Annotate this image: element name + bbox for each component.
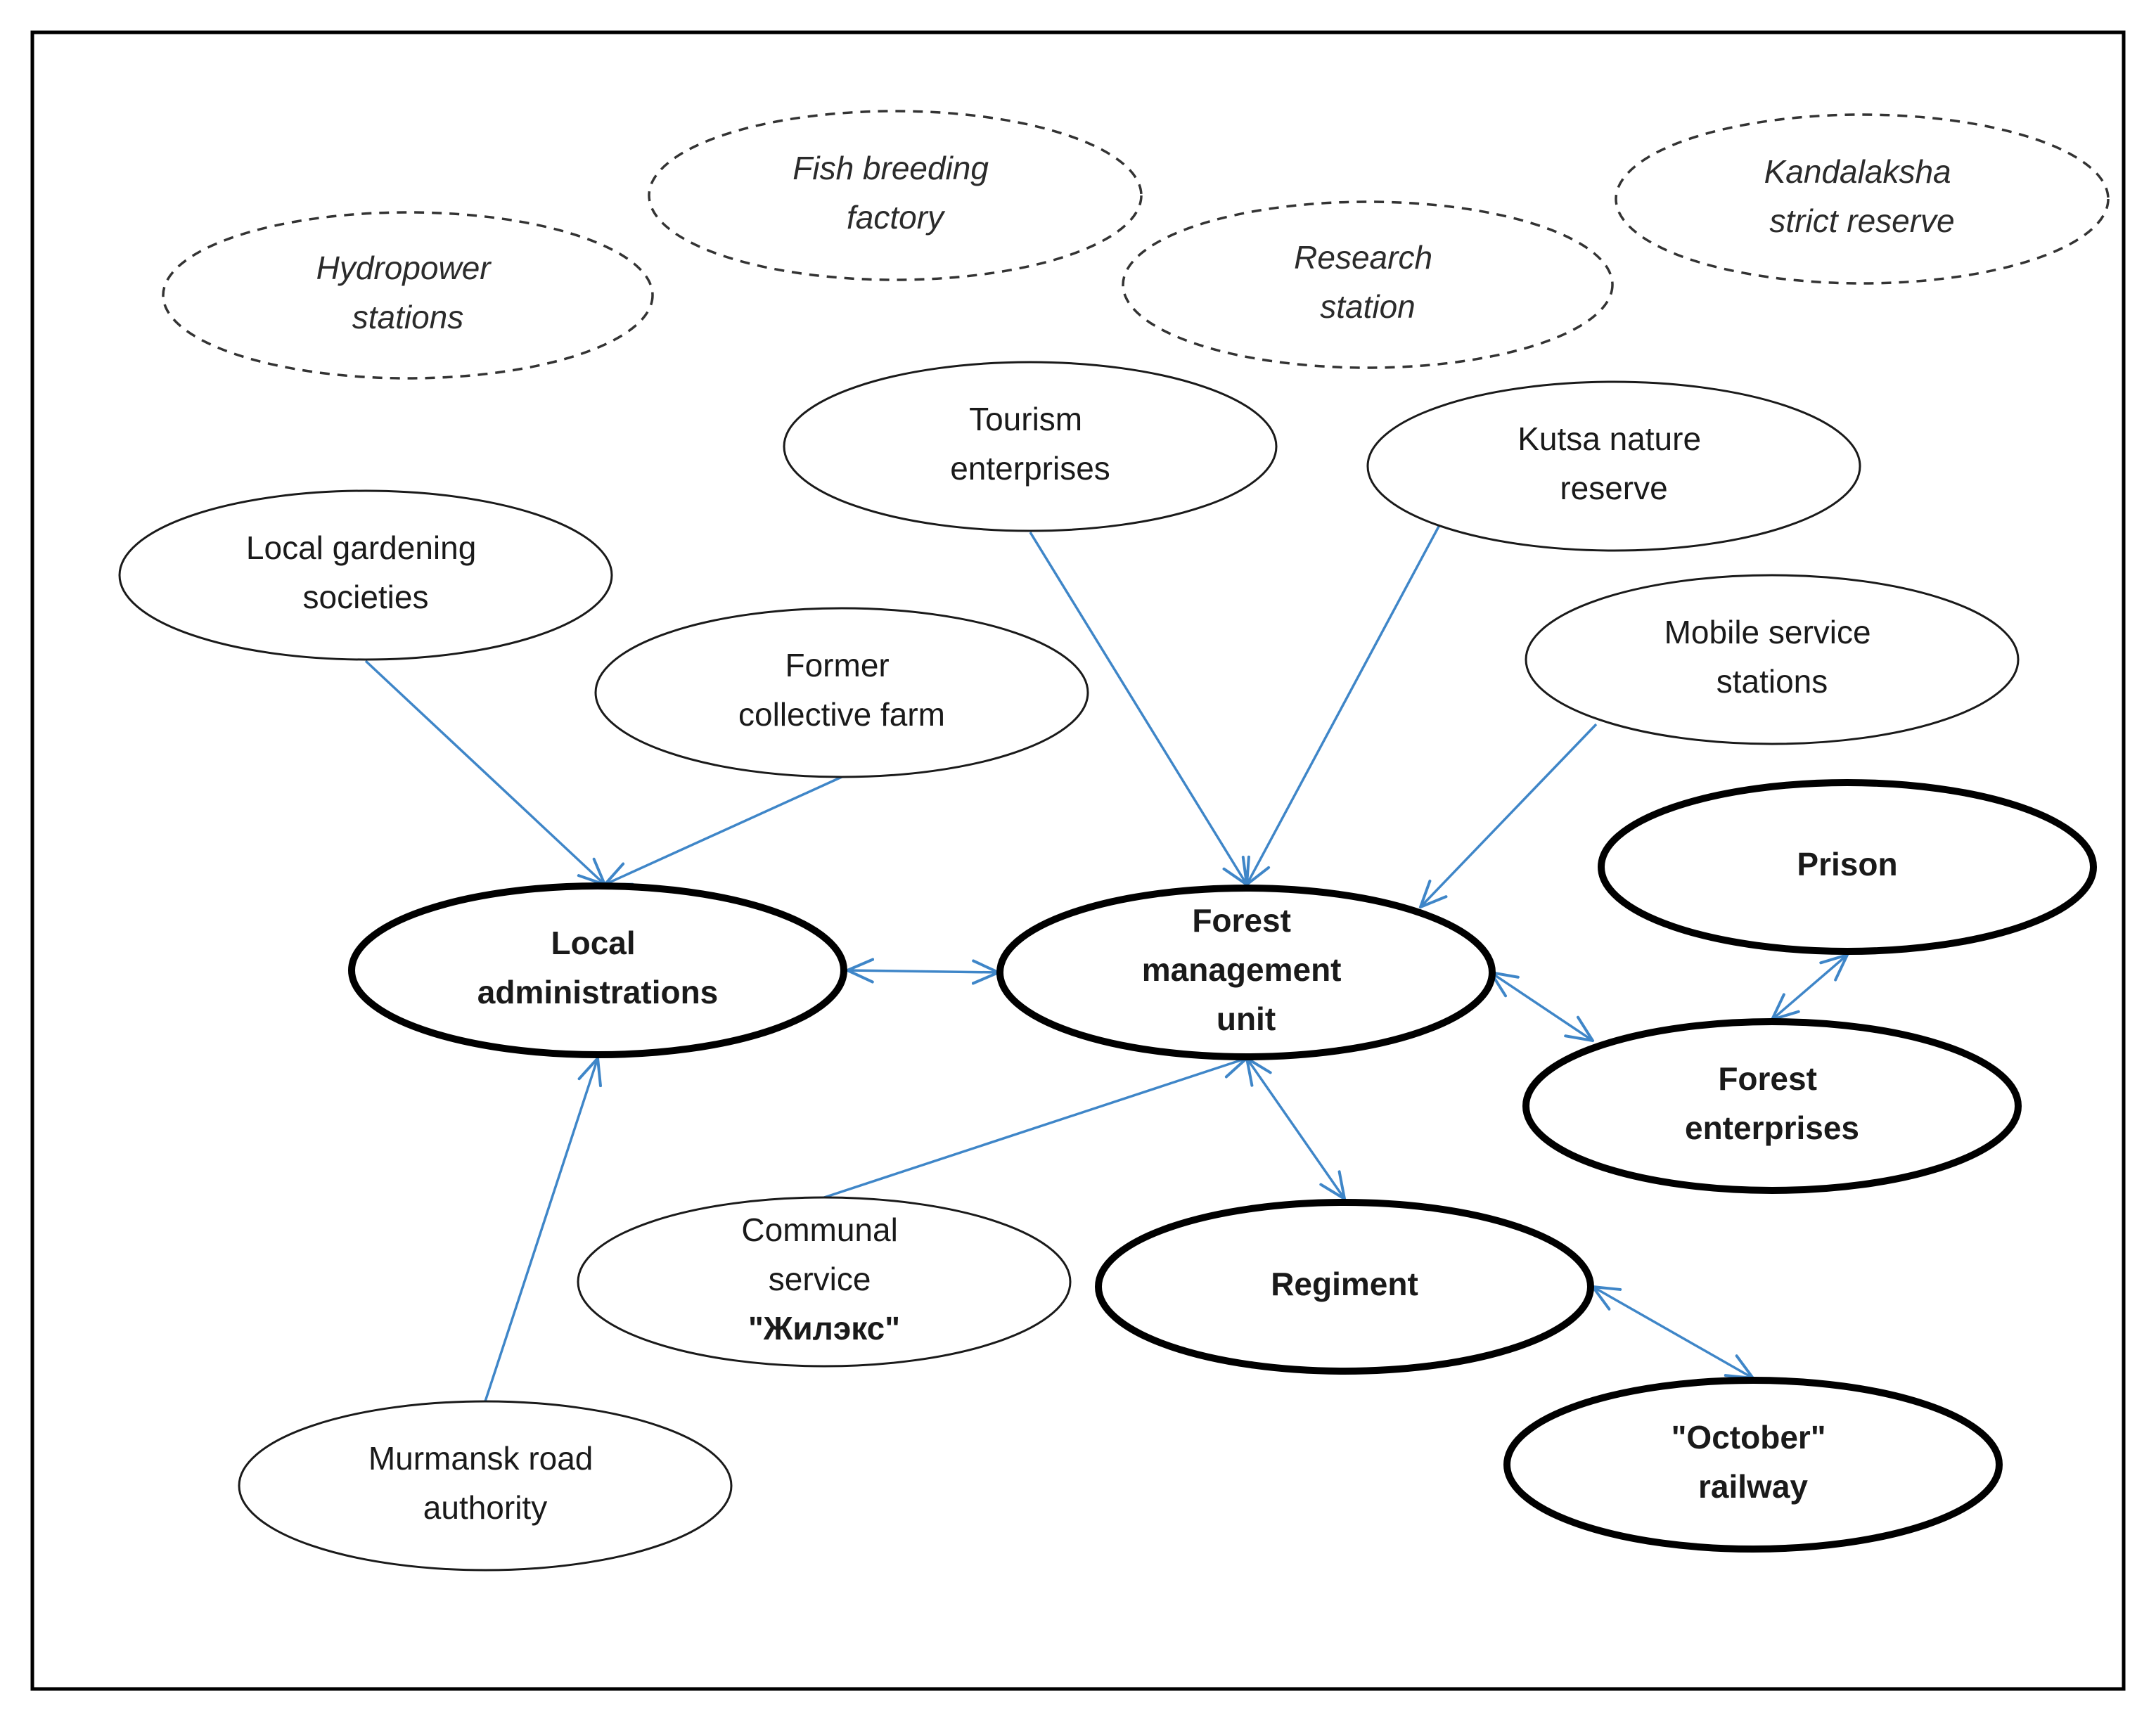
node-mobile-service-stations-line-1: Mobile service: [1664, 614, 1871, 650]
node-kandalaksha-line-1: Kandalaksha: [1764, 153, 1951, 190]
node-murmansk-road-authority-line-2: authority: [423, 1489, 547, 1526]
svg-text:"October" railway: "October" railway: [1671, 1419, 1835, 1505]
edge-murmansk-road-to-local-admin: [484, 1058, 598, 1402]
node-fish-breeding: Fish breeding factory: [648, 110, 1143, 281]
node-former-collective-farm: Former collective farm: [594, 607, 1089, 778]
node-murmansk-road-authority-shape: [238, 1400, 733, 1572]
node-research-station-shape: [1122, 200, 1614, 369]
edge-tourism-to-forest-mgmt: [1029, 532, 1247, 885]
svg-text:Former collective farm: Former collective farm: [738, 647, 945, 733]
node-forest-management-unit-line-3: unit: [1217, 1001, 1276, 1037]
svg-text:Prison: Prison: [1797, 846, 1897, 882]
svg-text:Fish breeding factory: Fish breeding factory: [793, 150, 998, 236]
edge-communal-to-forest-mgmt: [823, 1058, 1247, 1199]
node-hydropower-line-2: stations: [352, 299, 464, 335]
node-local-gardening-societies-line-1: Local gardening: [246, 529, 476, 566]
node-tourism-enterprises-line-1: Tourism: [969, 401, 1082, 437]
node-forest-enterprises-line-1: Forest: [1718, 1060, 1817, 1097]
edge-local-admin-to-forest-mgmt: [847, 970, 999, 972]
svg-text:Mobile service stations: Mobile service stations: [1664, 614, 1880, 700]
node-regiment: Regiment: [1095, 1199, 1594, 1375]
node-fish-breeding-line-2: factory: [847, 199, 946, 236]
node-forest-enterprises: Forest enterprises: [1522, 1018, 2022, 1194]
node-october-railway-line-1: "October": [1671, 1419, 1826, 1456]
edge-forest-mgmt-to-forest-enterprises: [1491, 972, 1593, 1041]
node-hydropower: Hydropower stations: [162, 211, 654, 380]
node-october-railway: "October" railway: [1503, 1377, 2003, 1553]
node-kutsa-nature-reserve-shape: [1366, 380, 1861, 552]
node-prison-line-1: Prison: [1797, 846, 1897, 882]
node-mobile-service-stations-shape: [1525, 574, 2020, 745]
svg-text:Local gardening societie: Local gardening societies: [246, 529, 485, 615]
svg-text:Hydropower stations: Hydropower stations: [316, 250, 500, 335]
node-kutsa-nature-reserve: Kutsa nature reserve: [1366, 380, 1861, 552]
svg-text:Kutsa nature reserve: Kutsa nature reserve: [1517, 420, 1710, 506]
node-murmansk-road-authority-line-1: Murmansk road: [368, 1440, 593, 1477]
svg-text:Forest enterprises: Forest enterprises: [1685, 1060, 1859, 1146]
edge-mobile-service-to-forest-mgmt: [1420, 723, 1598, 907]
node-hydropower-shape: [162, 211, 654, 380]
svg-text:Local administrations: Local administrations: [477, 925, 719, 1010]
node-forest-enterprises-line-2: enterprises: [1685, 1110, 1859, 1146]
node-prison-shape: [1598, 779, 2097, 955]
node-communal-service: Communal service "Жилэкс": [577, 1196, 1072, 1368]
node-former-collective-farm-line-2: collective farm: [738, 696, 945, 733]
node-prison: Prison: [1598, 779, 2097, 955]
node-research-station-line-1: Research: [1294, 239, 1432, 276]
node-hydropower-line-1: Hydropower: [316, 250, 492, 286]
node-local-administrations: Local administrations: [348, 882, 847, 1058]
node-communal-service-shape: [577, 1196, 1072, 1368]
svg-text:Forest management: Forest management unit: [1142, 902, 1351, 1037]
node-local-administrations-shape: [348, 882, 847, 1058]
node-kandalaksha-shape: [1615, 113, 2110, 285]
edge-collective-farm-to-local-admin: [605, 776, 842, 885]
node-forest-management-unit-line-1: Forest: [1192, 902, 1291, 939]
node-fish-breeding-shape: [648, 110, 1143, 281]
node-kandalaksha-line-2: strict reserve: [1769, 203, 1954, 239]
edge-kutsa-to-forest-mgmt: [1247, 523, 1442, 885]
node-kandalaksha: Kandalaksha strict reserve: [1615, 113, 2110, 285]
node-forest-enterprises-shape: [1522, 1018, 2022, 1194]
node-kutsa-nature-reserve-line-1: Kutsa nature: [1517, 420, 1701, 457]
node-fish-breeding-line-1: Fish breeding: [793, 150, 989, 186]
node-local-gardening-societies: Local gardening societies: [118, 489, 613, 661]
node-local-gardening-societies-line-2: societies: [303, 579, 429, 615]
node-communal-service-line-2: service: [769, 1261, 871, 1297]
node-local-gardening-societies-shape: [118, 489, 613, 661]
svg-text:Communal service ": Communal service "Жилэкс": [741, 1212, 906, 1347]
node-communal-service-line-1: Communal: [741, 1212, 897, 1248]
edge-forest-mgmt-to-regiment: [1247, 1058, 1345, 1199]
node-local-administrations-line-1: Local: [551, 925, 636, 961]
node-regiment-shape: [1095, 1199, 1594, 1375]
node-murmansk-road-authority: Murmansk road authority: [238, 1400, 733, 1572]
node-former-collective-farm-shape: [594, 607, 1089, 778]
node-tourism-enterprises: Tourism enterprises: [783, 361, 1278, 532]
node-communal-service-line-3: "Жилэкс": [748, 1310, 900, 1347]
node-tourism-enterprises-shape: [783, 361, 1278, 532]
node-mobile-service-stations-line-2: stations: [1717, 663, 1828, 700]
edges-layer: [364, 523, 1847, 1402]
node-research-station-line-2: station: [1320, 288, 1416, 325]
svg-text:Tourism enterprises: Tourism enterprises: [950, 401, 1110, 487]
edge-gardening-to-local-admin: [364, 660, 605, 885]
node-forest-management-unit: Forest management unit: [996, 885, 1496, 1060]
node-mobile-service-stations: Mobile service stations: [1525, 574, 2020, 745]
node-forest-management-unit-shape: [996, 885, 1496, 1060]
node-kutsa-nature-reserve-line-2: reserve: [1560, 470, 1667, 506]
edge-regiment-to-october-railway: [1593, 1287, 1753, 1378]
node-tourism-enterprises-line-2: enterprises: [950, 450, 1110, 487]
svg-text:Kandalaksha strict reser: Kandalaksha strict reserve: [1764, 153, 1961, 239]
node-former-collective-farm-line-1: Former: [785, 647, 889, 683]
svg-text:Regiment: Regiment: [1271, 1266, 1418, 1302]
node-local-administrations-line-2: administrations: [477, 974, 719, 1010]
node-forest-management-unit-line-2: management: [1142, 951, 1342, 988]
svg-text:Murmansk road authority: Murmansk road authority: [368, 1440, 602, 1526]
node-october-railway-shape: [1503, 1377, 2003, 1553]
node-regiment-line-1: Regiment: [1271, 1266, 1418, 1302]
node-research-station: Research station: [1122, 200, 1614, 369]
node-october-railway-line-2: railway: [1698, 1468, 1808, 1505]
svg-text:Research station: Research station: [1294, 239, 1442, 325]
edge-prison-to-forest-enterprises: [1772, 955, 1847, 1020]
